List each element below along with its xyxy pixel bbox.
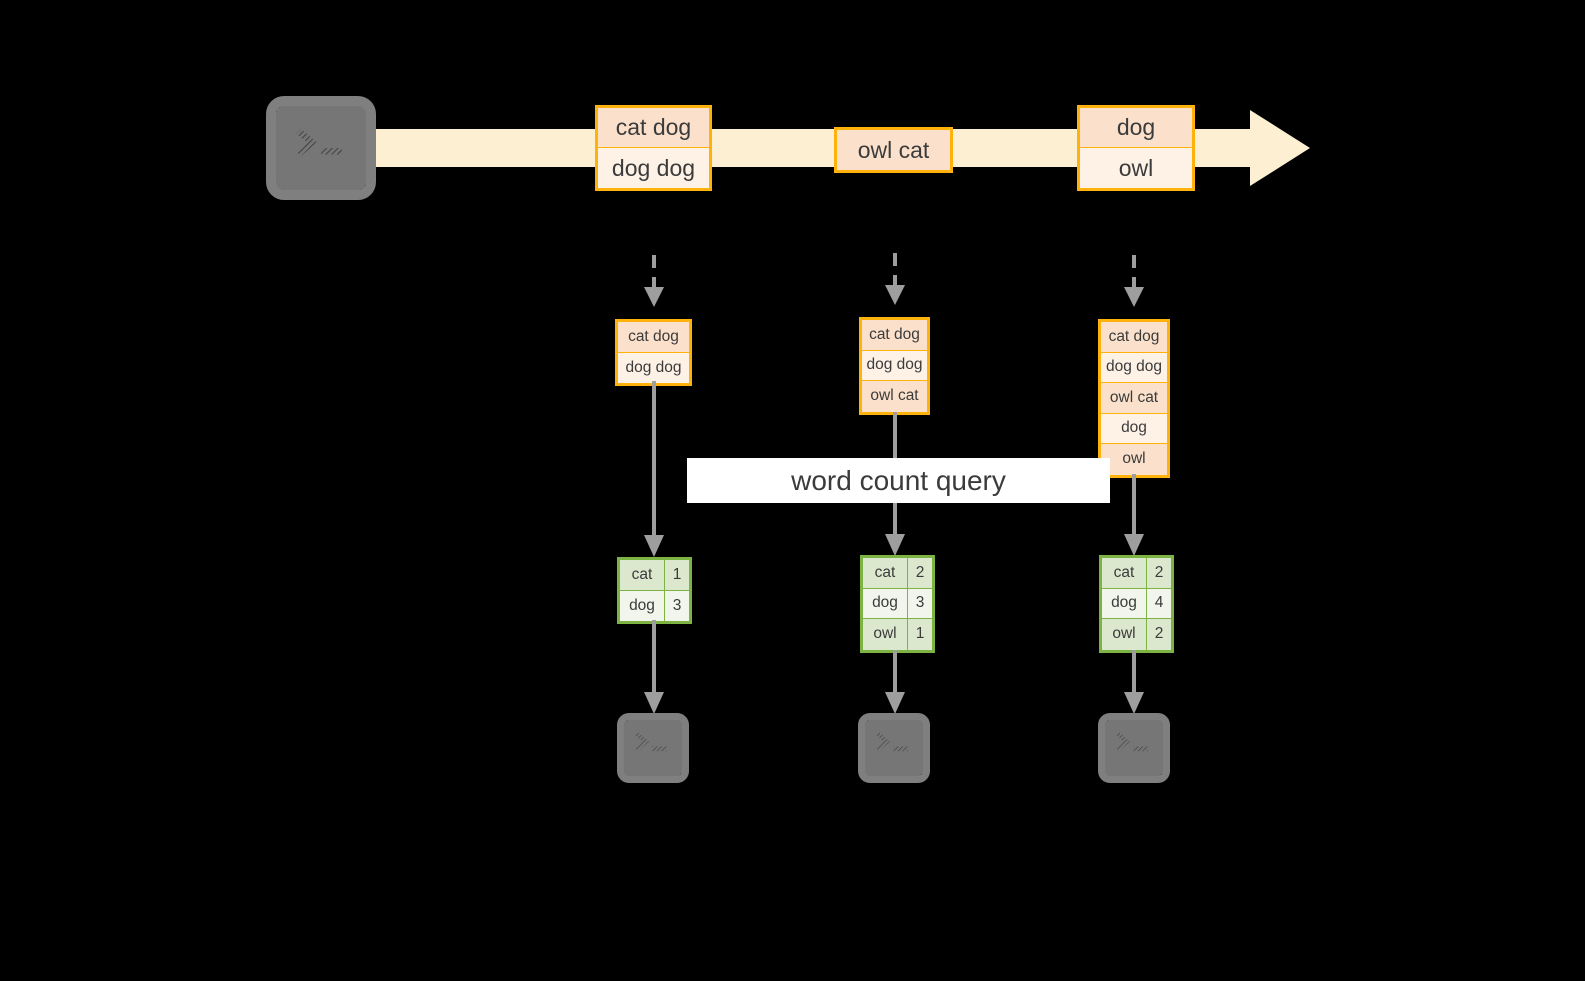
input-line: cat dog xyxy=(1101,322,1167,353)
table-row: cat 2 xyxy=(863,558,932,589)
terminal-prompt-glyph xyxy=(634,732,667,752)
dashed-connector-3 xyxy=(1124,255,1144,307)
table-row: cat 1 xyxy=(620,560,689,591)
query-label-band: word count query xyxy=(687,458,1110,503)
sink-terminal-icon-3 xyxy=(1098,713,1170,783)
input-line: dog dog xyxy=(618,352,689,383)
table-row: cat 2 xyxy=(1102,558,1171,589)
result-word: owl xyxy=(863,619,908,650)
input-line: dog xyxy=(1101,413,1167,444)
result-word: dog xyxy=(863,588,908,618)
result-count: 1 xyxy=(908,619,932,650)
query-label: word count query xyxy=(791,464,1006,496)
result-count: 3 xyxy=(908,588,932,618)
stream-event-3: dog owl xyxy=(1077,105,1195,191)
dashed-connector-1 xyxy=(644,255,664,307)
input-line: owl xyxy=(1101,444,1167,475)
result-word: cat xyxy=(863,558,908,588)
sink-connector-2 xyxy=(885,650,905,714)
input-line: dog dog xyxy=(862,350,927,381)
sink-connector-3 xyxy=(1124,650,1144,714)
result-word: dog xyxy=(1102,588,1147,618)
result-count: 4 xyxy=(1147,588,1171,618)
query-connector-3 xyxy=(1124,474,1144,556)
table-row: dog 3 xyxy=(620,590,689,621)
result-count: 3 xyxy=(665,590,689,621)
query-connector-1 xyxy=(644,381,664,557)
result-table-1: cat 1 dog 3 xyxy=(617,557,692,624)
input-line: owl cat xyxy=(862,381,927,412)
terminal-prompt-glyph xyxy=(295,128,342,157)
result-word: dog xyxy=(620,590,665,621)
result-count: 1 xyxy=(665,560,689,590)
result-count: 2 xyxy=(908,558,932,588)
stream-event-line: owl xyxy=(1080,148,1192,188)
stream-event-line: owl cat xyxy=(837,130,950,170)
result-table-2: cat 2 dog 3 owl 1 xyxy=(860,555,935,653)
snapshot-input-2: cat dog dog dog owl cat xyxy=(859,317,930,415)
terminal-prompt-glyph xyxy=(875,732,908,752)
stream-event-2: owl cat xyxy=(834,127,953,173)
input-line: cat dog xyxy=(862,320,927,351)
result-word: owl xyxy=(1102,619,1147,650)
input-line: cat dog xyxy=(618,322,689,353)
result-count: 2 xyxy=(1147,558,1171,588)
stream-event-line: cat dog xyxy=(598,108,709,148)
sink-terminal-icon-2 xyxy=(858,713,930,783)
snapshot-input-1: cat dog dog dog xyxy=(615,319,692,386)
source-terminal-icon xyxy=(266,96,376,200)
input-line: dog dog xyxy=(1101,352,1167,383)
sink-terminal-icon-1 xyxy=(617,713,689,783)
result-count: 2 xyxy=(1147,619,1171,650)
table-row: owl 2 xyxy=(1102,619,1171,650)
sink-connector-1 xyxy=(644,620,664,714)
stream-event-line: dog dog xyxy=(598,148,709,188)
result-word: cat xyxy=(620,560,665,590)
terminal-prompt-glyph xyxy=(1115,732,1148,752)
table-row: dog 3 xyxy=(863,588,932,619)
stream-event-line: dog xyxy=(1080,108,1192,148)
table-row: owl 1 xyxy=(863,619,932,650)
input-line: owl cat xyxy=(1101,383,1167,414)
result-table-3: cat 2 dog 4 owl 2 xyxy=(1099,555,1174,653)
snapshot-input-3: cat dog dog dog owl cat dog owl xyxy=(1098,319,1170,478)
result-word: cat xyxy=(1102,558,1147,588)
stream-event-1: cat dog dog dog xyxy=(595,105,712,191)
table-row: dog 4 xyxy=(1102,588,1171,619)
dashed-connector-2 xyxy=(885,253,905,305)
